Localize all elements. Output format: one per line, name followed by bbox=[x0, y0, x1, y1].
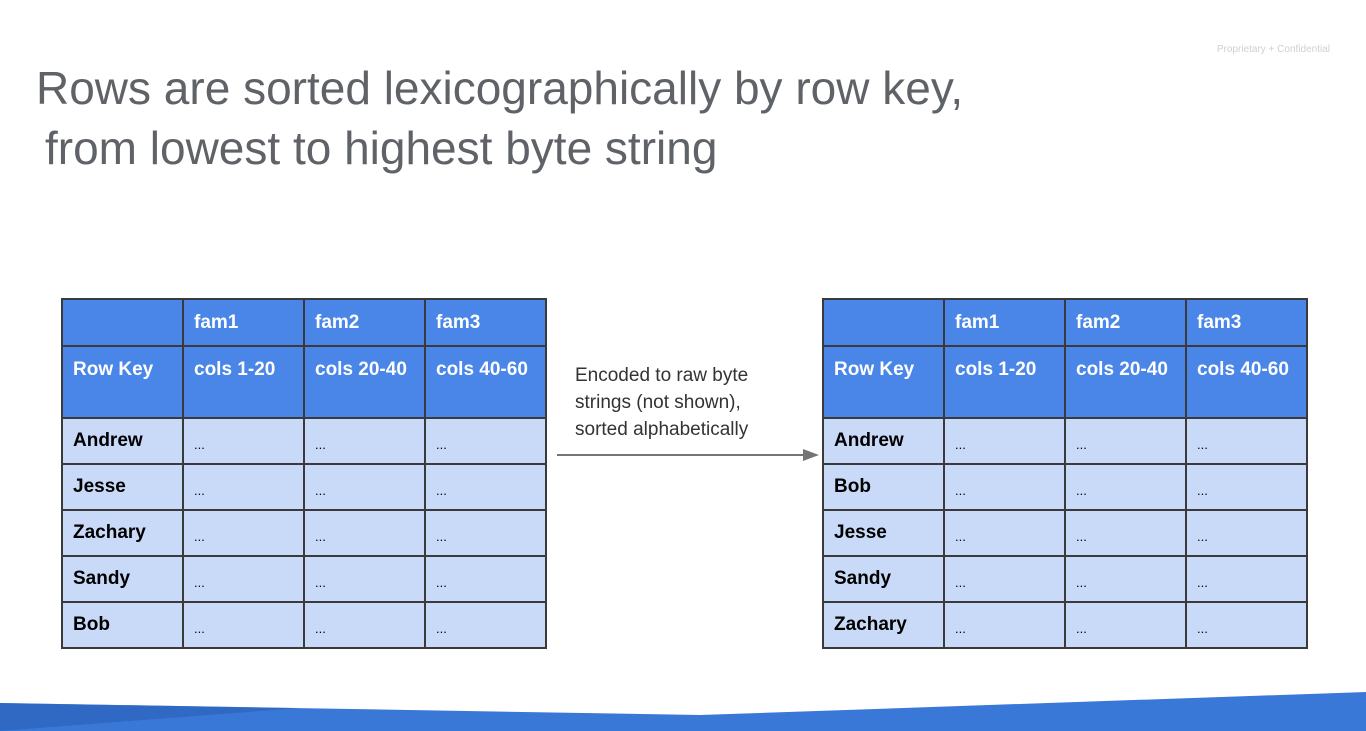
data-cell: ... bbox=[182, 555, 305, 603]
row-key-cell: Jesse bbox=[822, 509, 945, 557]
data-cell: ... bbox=[1064, 555, 1187, 603]
family-header-row: fam1 fam2 fam3 bbox=[822, 298, 1308, 347]
row-key-cell: Bob bbox=[61, 601, 184, 649]
arrow-label-line: sorted alphabetically bbox=[575, 419, 749, 440]
data-cell: ... bbox=[182, 509, 305, 557]
right-arrow-icon bbox=[557, 449, 819, 461]
arrow-label-line: strings (not shown), bbox=[575, 392, 741, 413]
data-cell: ... bbox=[303, 601, 426, 649]
data-cell: ... bbox=[424, 509, 547, 557]
table-row: Bob ... ... ... bbox=[822, 463, 1308, 511]
data-cell: ... bbox=[1185, 555, 1308, 603]
row-key-header: Row Key bbox=[61, 345, 184, 419]
column-range-header: cols 40-60 bbox=[1185, 345, 1308, 419]
table-row: Andrew ... ... ... bbox=[61, 417, 547, 465]
data-cell: ... bbox=[943, 417, 1066, 465]
data-cell: ... bbox=[303, 417, 426, 465]
column-range-header: cols 40-60 bbox=[424, 345, 547, 419]
family-header: fam2 bbox=[1064, 298, 1187, 347]
data-cell: ... bbox=[424, 555, 547, 603]
table-row: Zachary ... ... ... bbox=[822, 601, 1308, 649]
slide-title: Rows are sorted lexicographically by row… bbox=[36, 58, 963, 178]
data-cell: ... bbox=[1064, 509, 1187, 557]
data-cell: ... bbox=[943, 601, 1066, 649]
arrow-label-line: Encoded to raw byte bbox=[575, 365, 749, 386]
title-line-2: from lowest to highest byte string bbox=[45, 122, 718, 174]
arrow-label: Encoded to raw byte strings (not shown),… bbox=[575, 362, 815, 443]
data-cell: ... bbox=[182, 601, 305, 649]
data-cell: ... bbox=[182, 463, 305, 511]
data-cell: ... bbox=[303, 555, 426, 603]
data-cell: ... bbox=[424, 463, 547, 511]
row-key-cell: Zachary bbox=[61, 509, 184, 557]
row-key-cell: Andrew bbox=[822, 417, 945, 465]
column-range-row: Row Key cols 1-20 cols 20-40 cols 40-60 bbox=[61, 345, 547, 419]
data-cell: ... bbox=[1064, 417, 1187, 465]
row-key-cell: Bob bbox=[822, 463, 945, 511]
family-header: fam3 bbox=[1185, 298, 1308, 347]
data-cell: ... bbox=[1185, 509, 1308, 557]
bottom-band bbox=[0, 692, 1366, 731]
row-key-cell: Sandy bbox=[61, 555, 184, 603]
family-header-row: fam1 fam2 fam3 bbox=[61, 298, 547, 347]
data-cell: ... bbox=[424, 601, 547, 649]
column-range-header: cols 20-40 bbox=[303, 345, 426, 419]
data-cell: ... bbox=[1185, 601, 1308, 649]
data-cell: ... bbox=[943, 509, 1066, 557]
data-cell: ... bbox=[303, 463, 426, 511]
row-key-cell: Zachary bbox=[822, 601, 945, 649]
data-cell: ... bbox=[303, 509, 426, 557]
family-header: fam2 bbox=[303, 298, 426, 347]
title-line-1: Rows are sorted lexicographically by row… bbox=[36, 62, 964, 114]
family-header: fam1 bbox=[182, 298, 305, 347]
row-key-cell: Andrew bbox=[61, 417, 184, 465]
family-header: fam1 bbox=[943, 298, 1066, 347]
table-row: Sandy ... ... ... bbox=[61, 555, 547, 603]
data-cell: ... bbox=[1064, 463, 1187, 511]
sorted-table: fam1 fam2 fam3 Row Key cols 1-20 cols 20… bbox=[822, 298, 1308, 649]
data-cell: ... bbox=[424, 417, 547, 465]
table-row: Jesse ... ... ... bbox=[61, 463, 547, 511]
header-corner-cell bbox=[61, 298, 184, 347]
table-row: Andrew ... ... ... bbox=[822, 417, 1308, 465]
table-row: Jesse ... ... ... bbox=[822, 509, 1308, 557]
data-cell: ... bbox=[943, 555, 1066, 603]
table-row: Sandy ... ... ... bbox=[822, 555, 1308, 603]
data-cell: ... bbox=[943, 463, 1066, 511]
column-range-row: Row Key cols 1-20 cols 20-40 cols 40-60 bbox=[822, 345, 1308, 419]
family-header: fam3 bbox=[424, 298, 547, 347]
row-key-cell: Jesse bbox=[61, 463, 184, 511]
row-key-header: Row Key bbox=[822, 345, 945, 419]
confidential-label: Proprietary + Confidential bbox=[1216, 44, 1330, 55]
data-cell: ... bbox=[182, 417, 305, 465]
table-row: Zachary ... ... ... bbox=[61, 509, 547, 557]
row-key-cell: Sandy bbox=[822, 555, 945, 603]
column-range-header: cols 20-40 bbox=[1064, 345, 1187, 419]
data-cell: ... bbox=[1185, 463, 1308, 511]
column-range-header: cols 1-20 bbox=[943, 345, 1066, 419]
unsorted-table: fam1 fam2 fam3 Row Key cols 1-20 cols 20… bbox=[61, 298, 547, 649]
header-corner-cell bbox=[822, 298, 945, 347]
data-cell: ... bbox=[1185, 417, 1308, 465]
data-cell: ... bbox=[1064, 601, 1187, 649]
column-range-header: cols 1-20 bbox=[182, 345, 305, 419]
table-row: Bob ... ... ... bbox=[61, 601, 547, 649]
